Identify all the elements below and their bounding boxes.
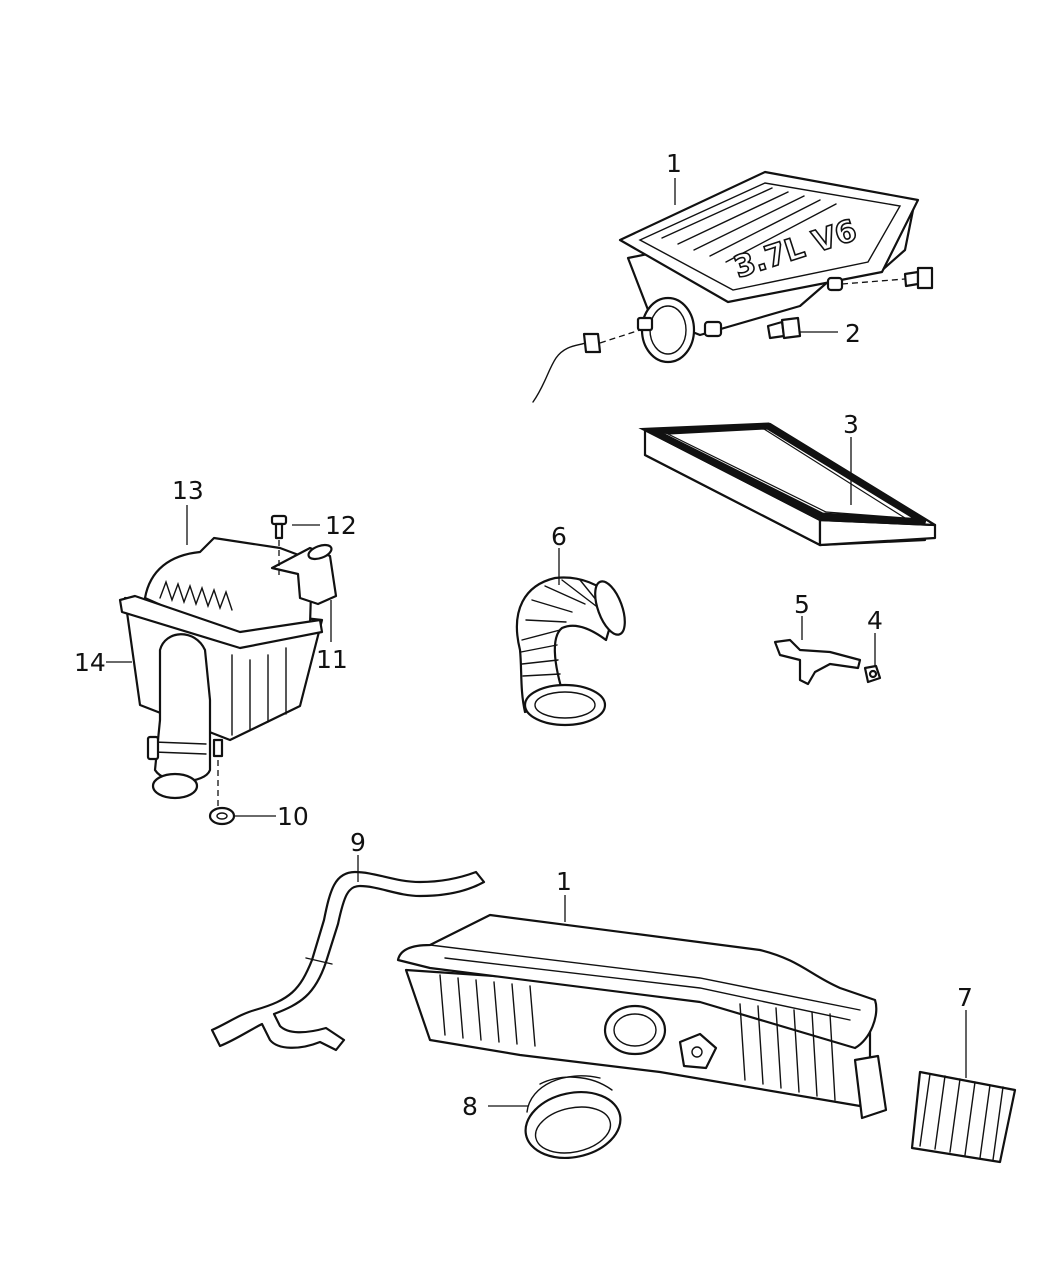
cover-ribs bbox=[661, 187, 837, 263]
callout-10: 10 bbox=[277, 802, 309, 831]
inlet-bellows bbox=[910, 1070, 1017, 1164]
bellows-folds bbox=[919, 1073, 1004, 1161]
housing-grommet bbox=[208, 738, 236, 826]
callout-14: 14 bbox=[74, 648, 106, 677]
bracket-nut bbox=[863, 664, 882, 684]
callout-2: 2 bbox=[845, 319, 861, 348]
air-cleaner-box-bottom bbox=[396, 913, 888, 1120]
mounting-bracket bbox=[773, 638, 862, 686]
air-intake-hose bbox=[515, 576, 626, 727]
cover-bolt bbox=[766, 266, 934, 340]
callout-8: 8 bbox=[462, 1092, 478, 1121]
callout-11: 11 bbox=[316, 645, 348, 674]
box-ribs bbox=[439, 974, 836, 1101]
callout-6: 6 bbox=[551, 522, 567, 551]
callout-1-bottom: 1 bbox=[556, 867, 572, 896]
callout-labels: 1 2 3 4 5 6 7 8 9 10 11 12 13 14 1 bbox=[74, 149, 973, 1121]
air-filter-element bbox=[638, 422, 937, 547]
leader-lines bbox=[106, 178, 967, 1107]
callout-7: 7 bbox=[957, 983, 973, 1012]
housing-lid-ribs bbox=[159, 579, 233, 611]
callout-4: 4 bbox=[867, 606, 883, 635]
outlet-coupler bbox=[524, 1075, 622, 1159]
hose-corrugations bbox=[520, 579, 607, 677]
air-cleaner-housing bbox=[118, 536, 338, 800]
housing-screw bbox=[270, 514, 288, 575]
callout-1-top: 1 bbox=[666, 149, 682, 178]
callout-9: 9 bbox=[350, 828, 366, 857]
callout-5: 5 bbox=[794, 590, 810, 619]
air-cleaner-cover-top: 3.7L V6 bbox=[532, 170, 920, 403]
callout-13: 13 bbox=[172, 476, 204, 505]
callout-12: 12 bbox=[325, 511, 357, 540]
drain-tube bbox=[210, 870, 486, 1052]
callout-3: 3 bbox=[843, 410, 859, 439]
